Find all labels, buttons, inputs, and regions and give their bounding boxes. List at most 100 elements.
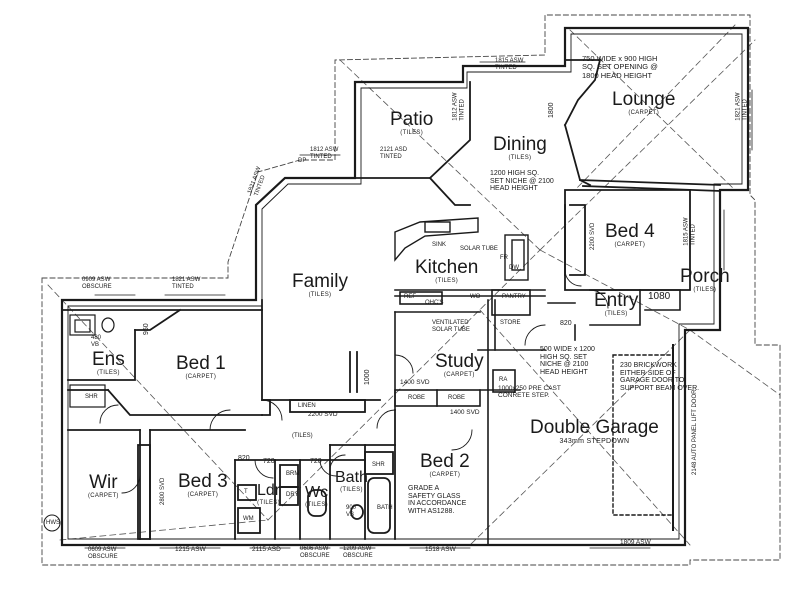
- fridge-label: FR: [500, 255, 508, 261]
- window-1209: 1209 ASW OBSCURE: [343, 546, 373, 559]
- dim-820-door: 820: [238, 455, 250, 462]
- precast-step-note: 1000x250 PRE CAST CONRETE STEP.: [498, 385, 561, 400]
- ensuite-fixtures: [69, 314, 115, 408]
- room-name: Study: [435, 351, 484, 372]
- room-patio: Patio (TILES): [390, 110, 433, 136]
- window-1215: 1215 ASW: [175, 546, 206, 553]
- room-name: Bed 3: [178, 471, 228, 492]
- roof-outline: [41, 14, 781, 566]
- room-wir: Wir (CARPET): [88, 473, 119, 499]
- room-bed4: Bed 4 (CARPET): [605, 222, 655, 248]
- wm-label: WM: [243, 516, 254, 522]
- room-entry: Entry (TILES): [594, 291, 638, 317]
- room-finish: (TILES): [435, 278, 459, 284]
- garage-door-note: 2148 AUTO PANEL LIFT DOOR: [692, 389, 698, 475]
- dim-1400-svd-a: 1400 SVD: [400, 379, 430, 386]
- sink-label: SINK: [432, 242, 447, 248]
- trough-label: T: [244, 489, 248, 495]
- room-bed1: Bed 1 (CARPET): [176, 354, 226, 380]
- dim-1080: 1080: [648, 291, 671, 302]
- robe-label-study-a: ROBE: [408, 395, 426, 401]
- room-wc: Wc (TILES): [305, 485, 328, 509]
- entry-walls: [547, 289, 681, 341]
- dryer-label: DRY: [286, 492, 299, 498]
- window-2115: 2115 ASD: [252, 546, 281, 553]
- room-finish: (CARPET): [185, 374, 217, 380]
- store-label: STORE: [500, 320, 521, 326]
- pantry-label: PANTRY: [502, 294, 526, 300]
- room-finish: (TILES): [508, 155, 532, 161]
- room-finish: (TILES): [340, 487, 363, 493]
- ra-label: RA: [499, 377, 508, 383]
- room-dining: Dining (TILES): [493, 135, 547, 161]
- room-name: Bath: [335, 469, 368, 486]
- room-ens: Ens (TILES): [92, 350, 125, 376]
- hws-circle: [43, 514, 61, 532]
- lounge-window-note: 750 WIDE x 900 HIGH SQ. SET OPENING @ 18…: [582, 54, 658, 80]
- room-name: Lounge: [612, 89, 676, 110]
- window-1812-patio: 1812 ASW TINTED: [452, 92, 466, 121]
- room-finish: (CARPET): [88, 493, 119, 499]
- garage-brickwork-note: 230 BRICKWORK EITHER SIDE OF GARAGE DOOR…: [620, 362, 700, 393]
- room-lounge: Lounge (CARPET): [612, 90, 675, 116]
- dim-2200-svd-bed1: 2200 SVD: [308, 411, 338, 418]
- shower-label-bath: SHR: [372, 462, 385, 468]
- linen-label: LINEN: [298, 403, 316, 409]
- dim-950: 950: [143, 323, 150, 335]
- room-finish: (CARPET): [429, 472, 461, 478]
- dim-720-wc: 720: [310, 458, 322, 465]
- broom-label: BRM: [286, 471, 300, 477]
- room-name: Ens: [92, 349, 125, 370]
- room-double-garage: Double Garage 343mm STEPDOWN: [530, 418, 659, 445]
- solar-tube-note: SOLAR TUBE: [460, 246, 498, 252]
- room-name: Bed 2: [420, 451, 470, 472]
- room-finish: (CARPET): [443, 372, 475, 378]
- dim-1000: 1000: [364, 369, 371, 385]
- room-name: Bed 4: [605, 221, 655, 242]
- ohcs-label: OHC'S: [425, 300, 444, 306]
- ref-label: REF: [404, 294, 416, 300]
- room-finish: (TILES): [96, 370, 120, 376]
- room-name: Ldr: [257, 482, 281, 499]
- room-name: Double Garage: [530, 417, 659, 438]
- room-finish: (TILES): [257, 500, 280, 506]
- dim-2800-svd: 2800 SVD: [160, 477, 166, 505]
- room-name: Patio: [390, 109, 434, 130]
- room-name: Wir: [89, 472, 118, 493]
- room-family: Family (TILES): [292, 272, 348, 298]
- room-name: Dining: [493, 134, 547, 155]
- window-1821-top: 1821 ASW TINTED: [172, 277, 201, 290]
- patio-walls: [354, 81, 471, 206]
- room-finish: (TILES): [308, 292, 332, 298]
- window-1815-top: 1815 ASW TINTED: [495, 58, 524, 71]
- study-niche-note: 500 WIDE x 1200 HIGH SQ. SET NICHE @ 210…: [540, 346, 595, 377]
- kitchen-bench: [394, 217, 529, 281]
- dp-label: DP: [298, 158, 307, 164]
- room-finish: (TILES): [400, 130, 424, 136]
- dim-2200-svd-bed4: 2200 SVD: [590, 222, 596, 250]
- window-2121: 2121 ASD TINTED: [380, 147, 408, 160]
- room-name: Entry: [594, 290, 639, 311]
- dim-480-vb: 480 VB: [91, 335, 102, 348]
- hws-label: HWS: [46, 520, 60, 526]
- room-finish: (CARPET): [187, 492, 219, 498]
- dim-720-ldr: 720: [263, 458, 275, 465]
- ventilated-solar-tube-note: VENTILATED SOLAR TUBE: [432, 320, 470, 333]
- window-0609-left: 0609 ASW OBSCURE: [88, 547, 118, 560]
- room-name: Bed 1: [176, 353, 226, 374]
- bottom-room-walls: [67, 409, 396, 540]
- window-1809: 1809 ASW: [620, 539, 651, 546]
- dishwasher-label: DW: [509, 265, 519, 271]
- wo-label: WO: [470, 294, 481, 300]
- window-1821-lounge: 1821 ASW TINTED: [735, 92, 749, 121]
- room-kitchen: Kitchen (TILES): [415, 258, 478, 284]
- dining-niche-note: 1200 HIGH SQ. SET NICHE @ 2100 HEAD HEIG…: [490, 170, 554, 193]
- shower-label-ens: SHR: [85, 394, 98, 400]
- bed4-walls: [564, 189, 691, 291]
- bath-fixture-label: BATH: [377, 505, 393, 511]
- room-bath: Bath (TILES): [335, 469, 368, 494]
- room-finish: (CARPET): [614, 242, 646, 248]
- room-bed2: Bed 2 (CARPET): [420, 452, 470, 478]
- window-0909: 0909 ASW OBSCURE: [82, 277, 112, 290]
